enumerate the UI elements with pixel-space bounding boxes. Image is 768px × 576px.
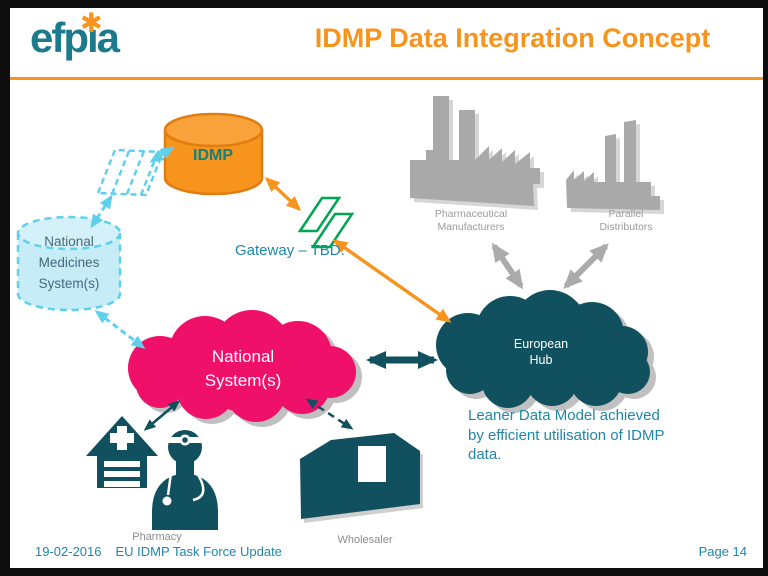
pharma-manufacturers-line1: Pharmaceutical [434, 208, 508, 220]
national-system-cloud-icon [128, 310, 362, 427]
slide: efpı✱a IDMP Data Integration Concept IDM… [10, 8, 763, 568]
footer-deck-title: EU IDMP Task Force Update [115, 544, 282, 559]
arrow-gateway-to-hub [332, 239, 452, 323]
factory-large-icon [410, 96, 544, 210]
national-medicines-line1: National [44, 234, 94, 249]
sync-gateway-hatched-icon [96, 148, 165, 197]
parallel-distributors-line2: Distributors [599, 221, 653, 233]
slide-title: IDMP Data Integration Concept [314, 23, 711, 53]
national-system-line1: National [211, 347, 275, 366]
efpia-logo: efpı✱a [30, 8, 120, 64]
diagram-canvas [16, 96, 664, 530]
logo-text-pre: efp [30, 14, 89, 61]
logo-text-post: a [96, 14, 120, 61]
header-divider [10, 77, 763, 80]
european-hub-line1: European [513, 337, 569, 351]
national-medicines-label: National Medicines System(s) [18, 231, 120, 294]
asterisk-icon: ✱ [80, 8, 103, 38]
pharmacy-house-icon [86, 416, 158, 488]
arrow-distributors-to-hub [563, 243, 609, 289]
leaner-data-model-note: Leaner Data Model achieved by efficient … [468, 406, 718, 465]
national-medicines-line3: System(s) [38, 276, 100, 291]
pharmacist-person-icon [152, 430, 218, 530]
wholesaler-label: Wholesaler [337, 534, 393, 546]
national-system-cloud-label: National System(s) [163, 345, 323, 393]
pharma-manufacturers-label: Pharmaceutical Manufacturers [391, 208, 551, 234]
arrow-idmp-to-gateway [264, 176, 302, 212]
footer-left: 19-02-2016 EU IDMP Task Force Update [35, 544, 282, 559]
footer-date: 19-02-2016 [35, 544, 102, 559]
logo-dotless-i: ı [87, 14, 99, 61]
gateway-icon [297, 196, 355, 249]
note-line1: Leaner Data Model achieved [468, 407, 660, 424]
pharma-manufacturers-line2: Manufacturers [437, 221, 505, 233]
arrow-cloud-to-wholesaler [305, 398, 354, 430]
national-medicines-line2: Medicines [38, 255, 100, 270]
arrow-manufacturers-to-hub [491, 242, 524, 290]
parallel-distributors-label: Parallel Distributors [556, 208, 696, 234]
page-number: Page 14 [698, 544, 747, 559]
arrow-hatch-to-idmp [149, 146, 175, 163]
gateway-label: Gateway – TBD. [235, 242, 345, 259]
idmp-database-cylinder-icon [163, 112, 264, 196]
european-hub-cloud-icon [436, 290, 656, 413]
note-line2: by efficient utilisation of IDMP [468, 426, 665, 444]
arrow-hatch-to-national-medicines [90, 194, 113, 229]
wholesaler-warehouse-icon [300, 433, 423, 523]
european-hub-line2: Hub [529, 353, 553, 367]
arrow-national-medicines-to-cloud [94, 310, 146, 349]
parallel-distributors-line1: Parallel [608, 208, 644, 220]
idmp-cylinder-label: IDMP [193, 147, 233, 164]
logo-letter-i: ı✱ [80, 8, 103, 64]
national-system-line2: System(s) [204, 371, 282, 390]
arrow-cloud-to-pharmacy [143, 400, 181, 431]
european-hub-cloud-label: European Hub [480, 336, 602, 368]
pharmacy-label: Pharmacy [132, 531, 182, 543]
note-line3: data. [468, 446, 502, 463]
factory-small-icon [566, 120, 664, 214]
